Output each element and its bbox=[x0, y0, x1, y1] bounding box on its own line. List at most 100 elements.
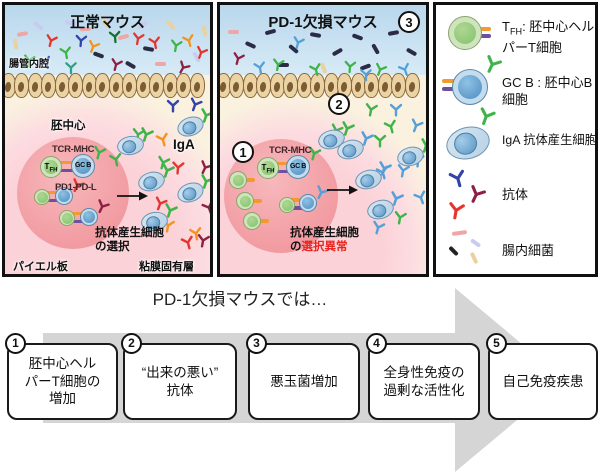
cell-nucleus bbox=[58, 190, 71, 203]
antibody-icon bbox=[64, 61, 78, 75]
antibody-icon bbox=[90, 144, 108, 162]
antibody-icon bbox=[386, 189, 405, 208]
cell-nucleus bbox=[75, 158, 92, 175]
antibody-icon bbox=[168, 38, 184, 54]
epithelial-cell bbox=[41, 73, 56, 98]
pd1-stub-icon bbox=[442, 87, 456, 91]
cell-nucleus bbox=[62, 213, 73, 224]
tcr-mhc-connector-icon bbox=[268, 161, 298, 166]
gcb-cell: GC B bbox=[286, 155, 310, 179]
cell-nucleus bbox=[232, 81, 240, 93]
legend-antibody-label: 抗体 bbox=[502, 187, 529, 202]
antibody-icon bbox=[108, 30, 123, 45]
cell-nucleus bbox=[71, 81, 79, 93]
gcb-cell-label: GC B bbox=[290, 163, 306, 170]
pd1-pdl-connector-icon bbox=[51, 168, 83, 173]
cell-nucleus bbox=[371, 202, 388, 219]
antibody-icon bbox=[179, 234, 197, 252]
cell-nucleus bbox=[380, 81, 389, 93]
antibody-icon bbox=[170, 160, 186, 176]
step-number-badge: 4 bbox=[366, 333, 387, 354]
cell-nucleus bbox=[83, 211, 96, 224]
gcb-cell bbox=[299, 194, 317, 212]
cell-nucleus bbox=[165, 81, 174, 93]
cell-nucleus bbox=[341, 142, 358, 159]
antibody-icon bbox=[305, 145, 323, 163]
antibody-icon bbox=[192, 44, 209, 61]
flow-step: 2“出来の悪い”抗体 bbox=[121, 333, 237, 420]
epithelial-cell bbox=[229, 73, 244, 98]
tcr-stub-icon bbox=[259, 219, 269, 223]
cell-nucleus bbox=[57, 81, 66, 93]
antibody-icon bbox=[147, 35, 163, 51]
epithelial-cell bbox=[189, 73, 205, 98]
tcr-mhc-connector-icon bbox=[51, 160, 83, 165]
lumen-label: 腸管内腔 bbox=[9, 59, 49, 70]
tfh-cell bbox=[243, 212, 261, 230]
flow-step-line: パーT細胞の bbox=[24, 373, 101, 389]
antibody-icon bbox=[337, 119, 356, 138]
plasma-cell bbox=[442, 121, 494, 165]
cell-nucleus bbox=[44, 81, 52, 93]
cell-nucleus bbox=[5, 81, 12, 93]
antibody-icon bbox=[195, 233, 210, 250]
cell-nucleus bbox=[239, 195, 252, 208]
cell-nucleus bbox=[37, 192, 48, 203]
flow-step-line: 全身性免疫の bbox=[383, 365, 465, 380]
tcr-stub-icon bbox=[252, 199, 262, 203]
flow-step-line: “出来の悪い” bbox=[141, 365, 219, 380]
selection-label: 抗体産生細胞 の選択 bbox=[95, 227, 164, 253]
tcr-stub-icon bbox=[442, 79, 456, 83]
antibody-icon bbox=[230, 51, 247, 68]
tcr-stub-icon bbox=[245, 178, 255, 182]
selection-abnormal-label: 抗体産生細胞 の選択異常 bbox=[290, 227, 359, 253]
cell-nucleus bbox=[290, 159, 307, 176]
antibody-icon bbox=[382, 118, 400, 136]
antibody-icon bbox=[188, 226, 205, 243]
step-number-badge: 3 bbox=[246, 333, 267, 354]
pd1-pdl-label: PD1-PD-L bbox=[55, 182, 97, 193]
step-number-badge: 1 bbox=[5, 333, 26, 354]
cell-nucleus bbox=[299, 81, 308, 93]
cell-nucleus bbox=[84, 81, 93, 93]
antibody-icon bbox=[270, 57, 286, 73]
tcr-mhc-label: TCR-MHC bbox=[269, 145, 312, 156]
antibody-icon bbox=[474, 105, 498, 129]
gcb-cell bbox=[80, 208, 98, 226]
tcr-mhc-connector-icon bbox=[287, 198, 308, 202]
cell-nucleus bbox=[232, 174, 245, 187]
epithelial-cell bbox=[122, 73, 137, 98]
tfh-cell: TFH bbox=[257, 157, 279, 179]
flow-step-line: 抗体 bbox=[166, 382, 194, 398]
antibody-icon bbox=[356, 129, 375, 148]
flow-step-line: 胚中心ヘル bbox=[28, 356, 97, 372]
antibody-icon bbox=[343, 60, 358, 75]
tcr-stub-icon bbox=[478, 27, 491, 31]
cell-nucleus bbox=[457, 74, 482, 99]
gcb-cell: GC B bbox=[71, 154, 95, 178]
antibody-icon bbox=[195, 158, 210, 177]
antibody-icon bbox=[395, 163, 412, 180]
antibody-icon bbox=[186, 96, 204, 114]
panel-pd1ko-mouse: PD-1欠損マウス 3 2 1 TCR-MHC 抗体産生細胞 の選択異常 TFH… bbox=[217, 2, 429, 277]
antibody-icon bbox=[416, 136, 426, 155]
legend-tfh-label: TFH: 胚中心ヘル パーT細胞 bbox=[502, 19, 595, 56]
cell-nucleus bbox=[152, 81, 160, 93]
pd1-pdl-connector-icon bbox=[287, 206, 308, 210]
antibody-icon bbox=[392, 210, 409, 227]
panel-normal-mouse: 正常マウス 腸管内腔 胚中心 TCR-MHC PD1-PD-L IgA 抗体産生… bbox=[2, 2, 213, 277]
tfh-cell-label: TFH bbox=[261, 163, 275, 175]
cell-nucleus bbox=[322, 132, 339, 149]
tcr-mhc-connector-icon bbox=[67, 211, 89, 216]
cell-nucleus bbox=[98, 81, 106, 93]
lamina-propria-label: 粘膜固有層 bbox=[139, 261, 194, 273]
antibody-icon bbox=[174, 59, 193, 78]
cell-nucleus bbox=[17, 81, 25, 93]
antibody-icon bbox=[196, 106, 210, 125]
cell-nucleus bbox=[246, 215, 259, 228]
bacteria-icon bbox=[278, 63, 289, 68]
antibody-icon bbox=[43, 33, 60, 50]
